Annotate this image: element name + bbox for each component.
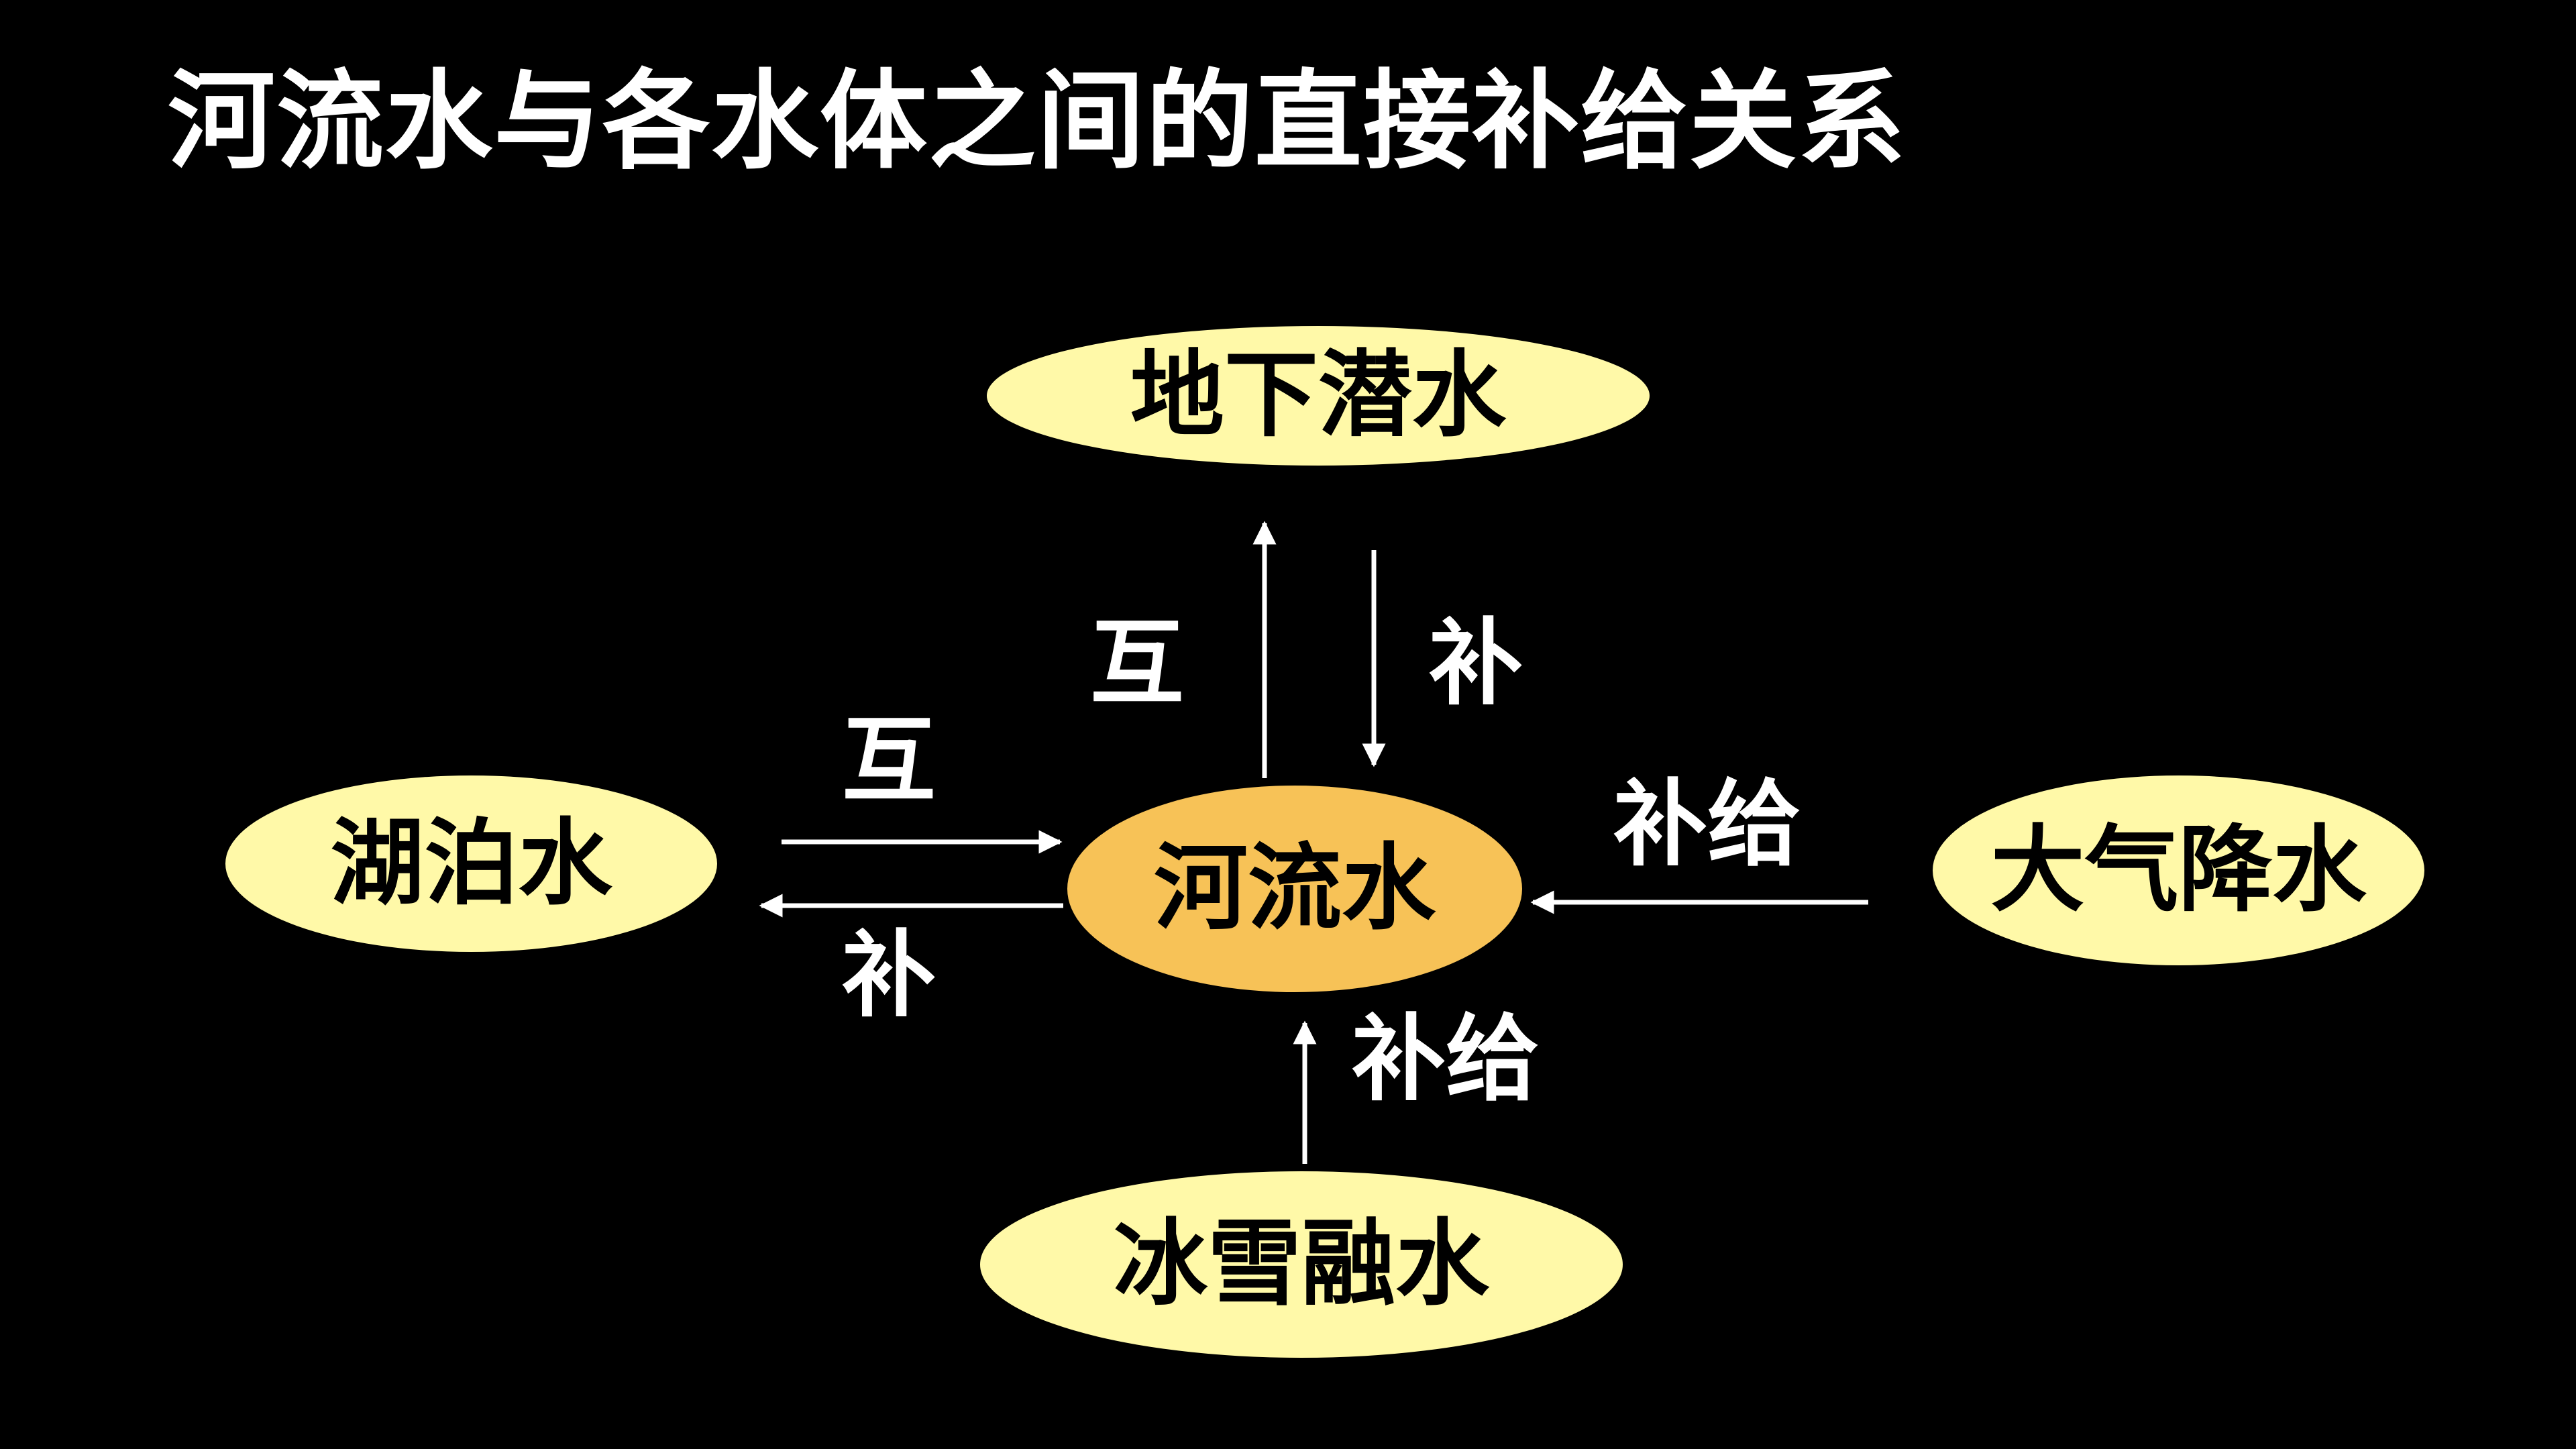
edge-label-left-top: 互 — [842, 706, 936, 816]
node-lake-water-label: 湖泊水 — [330, 808, 612, 918]
edge-label-left-bottom: 补 — [842, 921, 936, 1030]
node-river-water-label: 河流水 — [1153, 834, 1436, 943]
slide-title: 河流水与各水体之间的直接补给关系 — [168, 58, 1907, 184]
node-snowmelt-label: 冰雪融水 — [1113, 1210, 1489, 1319]
node-groundwater-label: 地下潜水 — [1130, 341, 1506, 450]
node-precipitation: 大气降水 — [1929, 771, 2428, 969]
edge-label-top-left: 互 — [1090, 609, 1185, 718]
node-snowmelt: 冰雪融水 — [976, 1167, 1627, 1362]
edge-label-right: 补给 — [1613, 770, 1802, 879]
node-lake-water: 湖泊水 — [221, 771, 721, 956]
node-groundwater: 地下潜水 — [983, 322, 1654, 470]
node-river-water: 河流水 — [1063, 782, 1526, 996]
node-precipitation-label: 大气降水 — [1990, 815, 2367, 925]
edge-label-top-right: 补 — [1429, 609, 1523, 718]
edge-label-bottom: 补给 — [1352, 1005, 1540, 1114]
